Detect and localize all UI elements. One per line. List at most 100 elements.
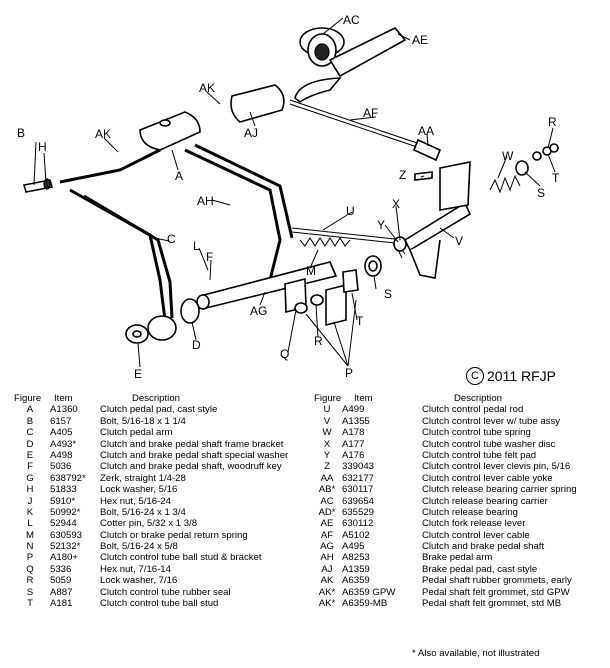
row-description: Clutch control lever clevis pin, 5/16 xyxy=(422,461,571,473)
callout-e: E xyxy=(134,367,142,381)
header-description: Description xyxy=(454,393,502,404)
row-item: A1359 xyxy=(342,563,370,575)
table-row: T A181 Clutch control tube ball stud xyxy=(14,598,314,609)
row-description: Clutch control pedal rod xyxy=(422,404,524,416)
ball-stud-t xyxy=(532,143,559,161)
callout-x: X xyxy=(392,197,400,211)
row-item: A5102 xyxy=(342,529,370,541)
callout-ag: AG xyxy=(250,304,267,318)
row-figure: V xyxy=(323,415,331,427)
row-item: 52132* xyxy=(50,541,81,553)
row-figure: AK xyxy=(320,575,334,587)
header-description: Description xyxy=(132,393,180,404)
callout-af: AF xyxy=(363,106,378,120)
header-item: Item xyxy=(54,393,73,404)
callout-s-right: S xyxy=(537,186,545,200)
row-item: A180+ xyxy=(50,552,79,564)
row-item: A178 xyxy=(342,427,365,439)
callout-s: S xyxy=(384,287,392,301)
row-figure: AC xyxy=(320,495,334,507)
row-item: 5059 xyxy=(50,575,72,587)
callout-ae: AE xyxy=(412,33,428,47)
cable-yoke-aa xyxy=(412,138,442,162)
callout-a: A xyxy=(175,169,183,183)
header-figure: Figure xyxy=(314,393,342,404)
leader-lines xyxy=(33,17,556,368)
row-item: A181 xyxy=(50,598,73,610)
row-figure: J xyxy=(27,495,33,507)
exploded-parts-diagram: AC AE AK AF AJ AA R B AK H W Z A T S AH … xyxy=(17,13,560,381)
row-figure: U xyxy=(323,404,331,416)
row-item: A493* xyxy=(50,438,77,450)
pedal-pad-a xyxy=(139,111,201,151)
row-figure: AJ xyxy=(321,563,333,575)
row-item: 630593 xyxy=(50,529,83,541)
row-figure: AE xyxy=(320,518,334,530)
row-description: Clutch release bearing carrier xyxy=(422,495,548,507)
pedal-shaft-ag xyxy=(196,261,338,310)
row-figure: S xyxy=(26,586,34,598)
callout-w: W xyxy=(502,149,514,163)
rubber-seal-s-right xyxy=(515,160,529,176)
release-fork-ae xyxy=(294,27,407,103)
row-description: Clutch release bearing xyxy=(422,506,518,518)
row-description: Clutch control tube washer disc xyxy=(422,438,556,450)
row-description: Clutch control tube rubber seal xyxy=(100,586,231,598)
row-description: Lock washer, 7/16 xyxy=(100,575,178,587)
row-figure: D xyxy=(26,438,34,450)
row-description: Zerk, straight 1/4-28 xyxy=(100,472,186,484)
row-description: Clutch release bearing carrier spring xyxy=(422,484,577,496)
row-figure: T xyxy=(27,598,33,610)
callout-ac: AC xyxy=(343,13,360,27)
footnote: * Also available, not illustrated xyxy=(412,648,540,659)
row-item: A498 xyxy=(50,449,73,461)
row-item: 638792* xyxy=(50,472,86,484)
row-description: Clutch control tube ball stud xyxy=(100,598,219,610)
row-item: A1360 xyxy=(50,404,78,416)
control-cable-af xyxy=(289,99,421,149)
row-description: Bolt, 5/16-24 x 1 3/4 xyxy=(100,506,186,518)
row-item: 5336 xyxy=(50,563,72,575)
table-header: Figure Item Description xyxy=(14,393,314,404)
row-figure: AB* xyxy=(318,484,336,496)
row-item: A1355 xyxy=(342,415,370,427)
bolt-b xyxy=(22,178,54,193)
table-row: AK* A6359-MB Pedal shaft felt grommet, std… xyxy=(314,598,604,609)
row-figure: AA xyxy=(320,472,334,484)
row-figure: AF xyxy=(320,529,334,541)
row-item: 639654 xyxy=(342,495,375,507)
callout-h: H xyxy=(38,140,47,154)
row-figure: AK* xyxy=(318,598,336,610)
row-figure: C xyxy=(26,427,34,439)
row-description: Pedal shaft felt grommet, std MB xyxy=(422,598,562,610)
callout-t: T xyxy=(356,314,364,328)
row-figure: P xyxy=(26,552,34,564)
header-item: Item xyxy=(354,393,373,404)
row-description: Clutch or brake pedal return spring xyxy=(100,529,248,541)
row-item: 5910* xyxy=(50,495,76,507)
brake-pedal-pad-aj xyxy=(230,84,285,123)
row-item: A6359-MB xyxy=(342,598,388,610)
release-bearing-carrier-ac xyxy=(299,27,345,67)
